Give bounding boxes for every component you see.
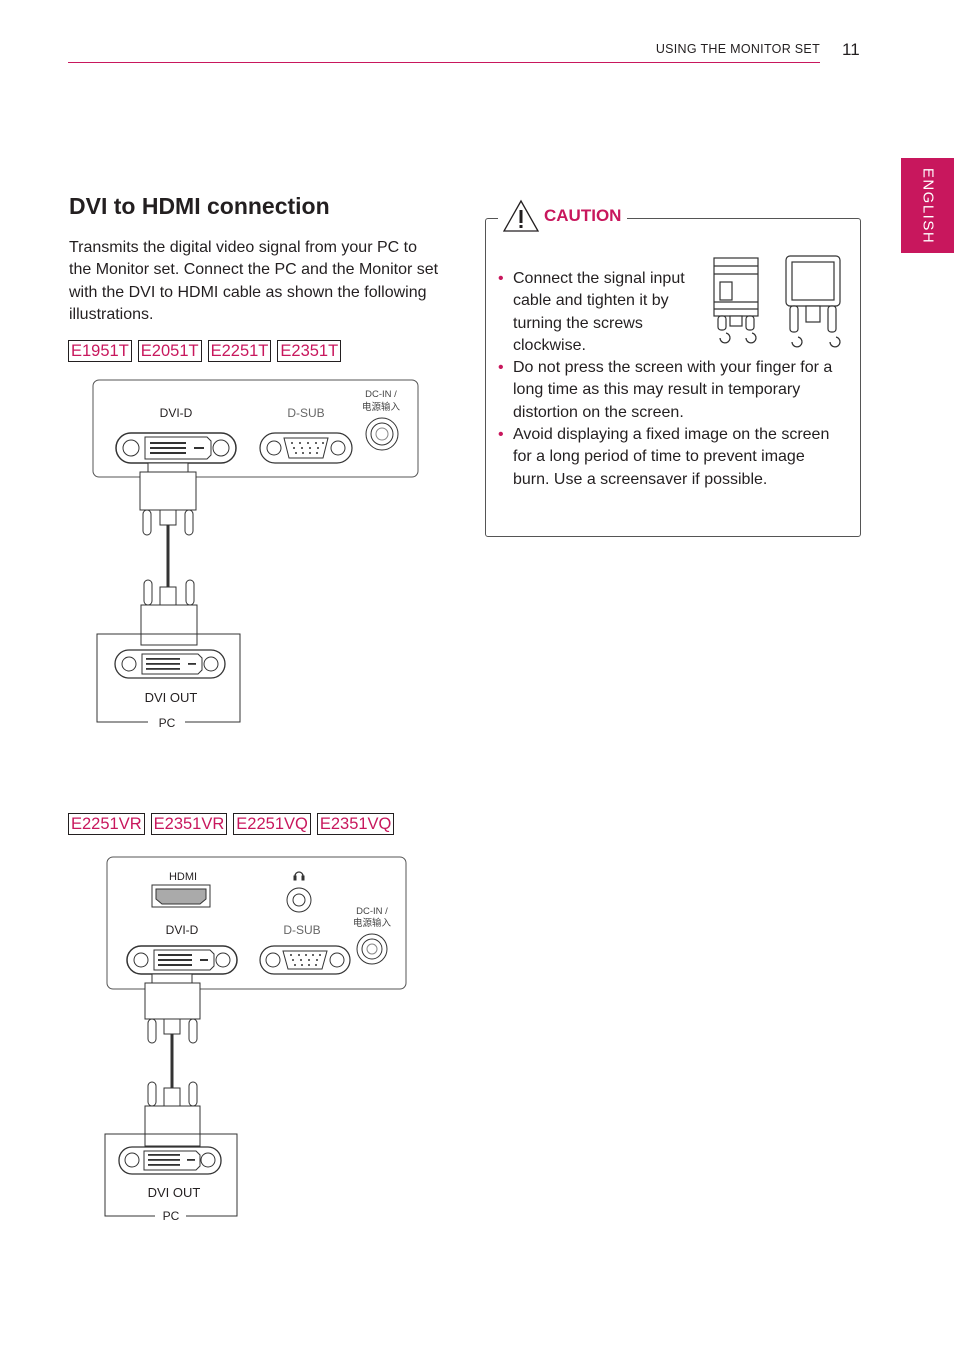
dc-in-cn-label: 电源输入: [353, 917, 392, 929]
dc-in-label: DC-IN /: [356, 906, 388, 917]
section-title: DVI to HDMI connection: [69, 193, 330, 219]
model-list-2: E2251VR E2351VR E2251VQ E2351VQ: [68, 813, 395, 835]
dc-in-label: DC-IN /: [365, 389, 397, 400]
connection-diagram-2: HDMI DVI-D D-SUB DC-IN / 电源输入: [104, 856, 407, 1222]
model-tag: E1951T: [68, 340, 132, 362]
caution-label: CAUTION: [544, 206, 622, 225]
cable-connector-top: [144, 973, 201, 1044]
model-tag: E2251VQ: [233, 813, 311, 835]
caution-item: Connect the signal input cable and tight…: [498, 268, 688, 357]
headphone-icon: [293, 871, 305, 881]
model-tag: E2351T: [277, 340, 342, 362]
model-tag: E2351VR: [150, 813, 228, 835]
dvi-d-label: DVI-D: [166, 923, 199, 937]
connection-diagram-1: DVI-D D-SUB DC-IN / 电源输入: [92, 379, 419, 730]
cable-connector-bottom: [140, 579, 198, 646]
dvi-d-label: DVI-D: [160, 406, 193, 420]
pc-label: PC: [163, 1209, 180, 1222]
intro-paragraph: Transmits the digital video signal from …: [69, 239, 439, 323]
header-rule: [68, 62, 820, 63]
running-header: USING THE MONITOR SET: [655, 42, 820, 56]
hdmi-label: HDMI: [169, 871, 197, 883]
dvi-port: [115, 432, 237, 464]
d-sub-label: D-SUB: [287, 406, 324, 420]
caution-heading: CAUTION: [498, 199, 628, 233]
language-tab: ENGLISH: [901, 158, 954, 253]
dc-in-port: [365, 417, 399, 451]
pc-box: [104, 1133, 238, 1217]
dvi-port: [126, 945, 238, 975]
screw-tightening-illustration: [713, 255, 841, 348]
pc-box: [96, 633, 241, 723]
dvi-out-label: DVI OUT: [145, 690, 198, 705]
cable-connector-bottom: [144, 1081, 201, 1147]
pc-dvi-port: [114, 649, 226, 679]
hdmi-port: [151, 884, 211, 908]
caution-list: Connect the signal input cable and tight…: [498, 268, 838, 491]
model-tag: E2051T: [137, 340, 202, 362]
connector-front-view: [785, 255, 841, 333]
pc-dvi-port: [118, 1146, 222, 1175]
pc-label: PC: [159, 716, 176, 730]
d-sub-port: [259, 945, 351, 975]
caution-box: [485, 218, 861, 537]
warning-triangle-icon: [502, 199, 540, 232]
page-number: 11: [842, 40, 860, 59]
caution-item: Do not press the screen with your finger…: [498, 357, 838, 424]
model-tag: E2251VR: [68, 813, 145, 835]
model-tag: E2251T: [207, 340, 272, 362]
dc-in-port: [356, 933, 388, 965]
d-sub-port: [259, 432, 353, 464]
model-list-1: E1951T E2051T E2251T E2351T: [68, 340, 342, 362]
language-tab-label: ENGLISH: [919, 167, 936, 244]
d-sub-label: D-SUB: [283, 923, 320, 937]
dvi-out-label: DVI OUT: [148, 1185, 201, 1200]
connector-side-view: [713, 257, 759, 331]
model-tag: E2351VQ: [316, 813, 395, 835]
rotate-clockwise-icon: [719, 332, 841, 348]
caution-item: Avoid displaying a fixed image on the sc…: [498, 424, 838, 491]
dc-in-cn-label: 电源输入: [362, 401, 401, 413]
headphone-jack: [286, 887, 312, 913]
cable-connector-top: [139, 462, 197, 536]
